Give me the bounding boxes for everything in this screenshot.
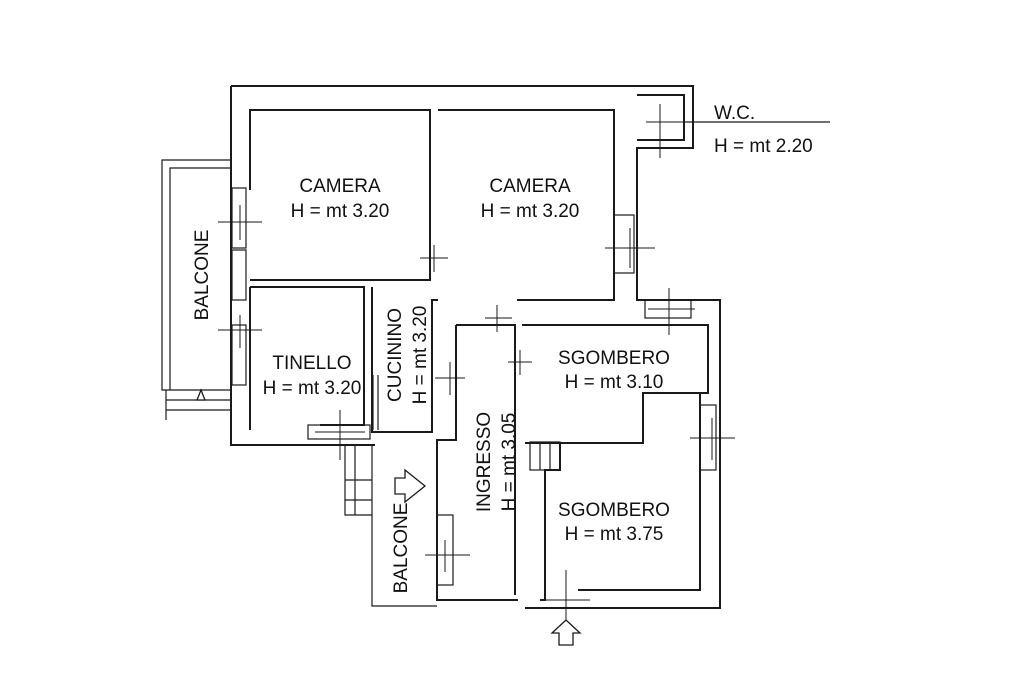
wc-name: W.C. — [714, 103, 755, 124]
balcone-bottom-name: BALCONE — [391, 503, 412, 594]
sgombero-top-height: H = mt 3.10 — [565, 372, 664, 393]
entry-arrows — [196, 388, 582, 646]
camera-left-height: H = mt 3.20 — [291, 201, 390, 222]
entry-arrow-icon — [550, 619, 582, 646]
room-labels: CAMERA H = mt 3.20 CAMERA H = mt 3.20 TI… — [192, 103, 813, 593]
windows — [231, 187, 717, 586]
cucinino-height: H = mt 3.20 — [410, 306, 431, 405]
small-arrow-icon — [196, 388, 206, 401]
camera-right-name: CAMERA — [489, 176, 571, 197]
side-entry-arrow-icon — [394, 468, 427, 504]
ingresso-name: INGRESSO — [474, 412, 495, 512]
tinello-name: TINELLO — [272, 353, 351, 374]
cucinino-name: CUCININO — [385, 308, 406, 402]
sgombero-bot-height: H = mt 3.75 — [565, 524, 664, 545]
balcone-left-name: BALCONE — [192, 230, 213, 321]
ingresso-height: H = mt 3.05 — [499, 413, 520, 512]
tinello-height: H = mt 3.20 — [263, 378, 362, 399]
sgombero-top-name: SGOMBERO — [558, 348, 670, 369]
camera-left-name: CAMERA — [299, 176, 381, 197]
camera-right-height: H = mt 3.20 — [481, 201, 580, 222]
sgombero-bot-name: SGOMBERO — [558, 500, 670, 521]
cross-ticks — [218, 104, 735, 620]
wc-height: H = mt 2.20 — [714, 136, 813, 157]
outer-walls — [230, 85, 830, 609]
